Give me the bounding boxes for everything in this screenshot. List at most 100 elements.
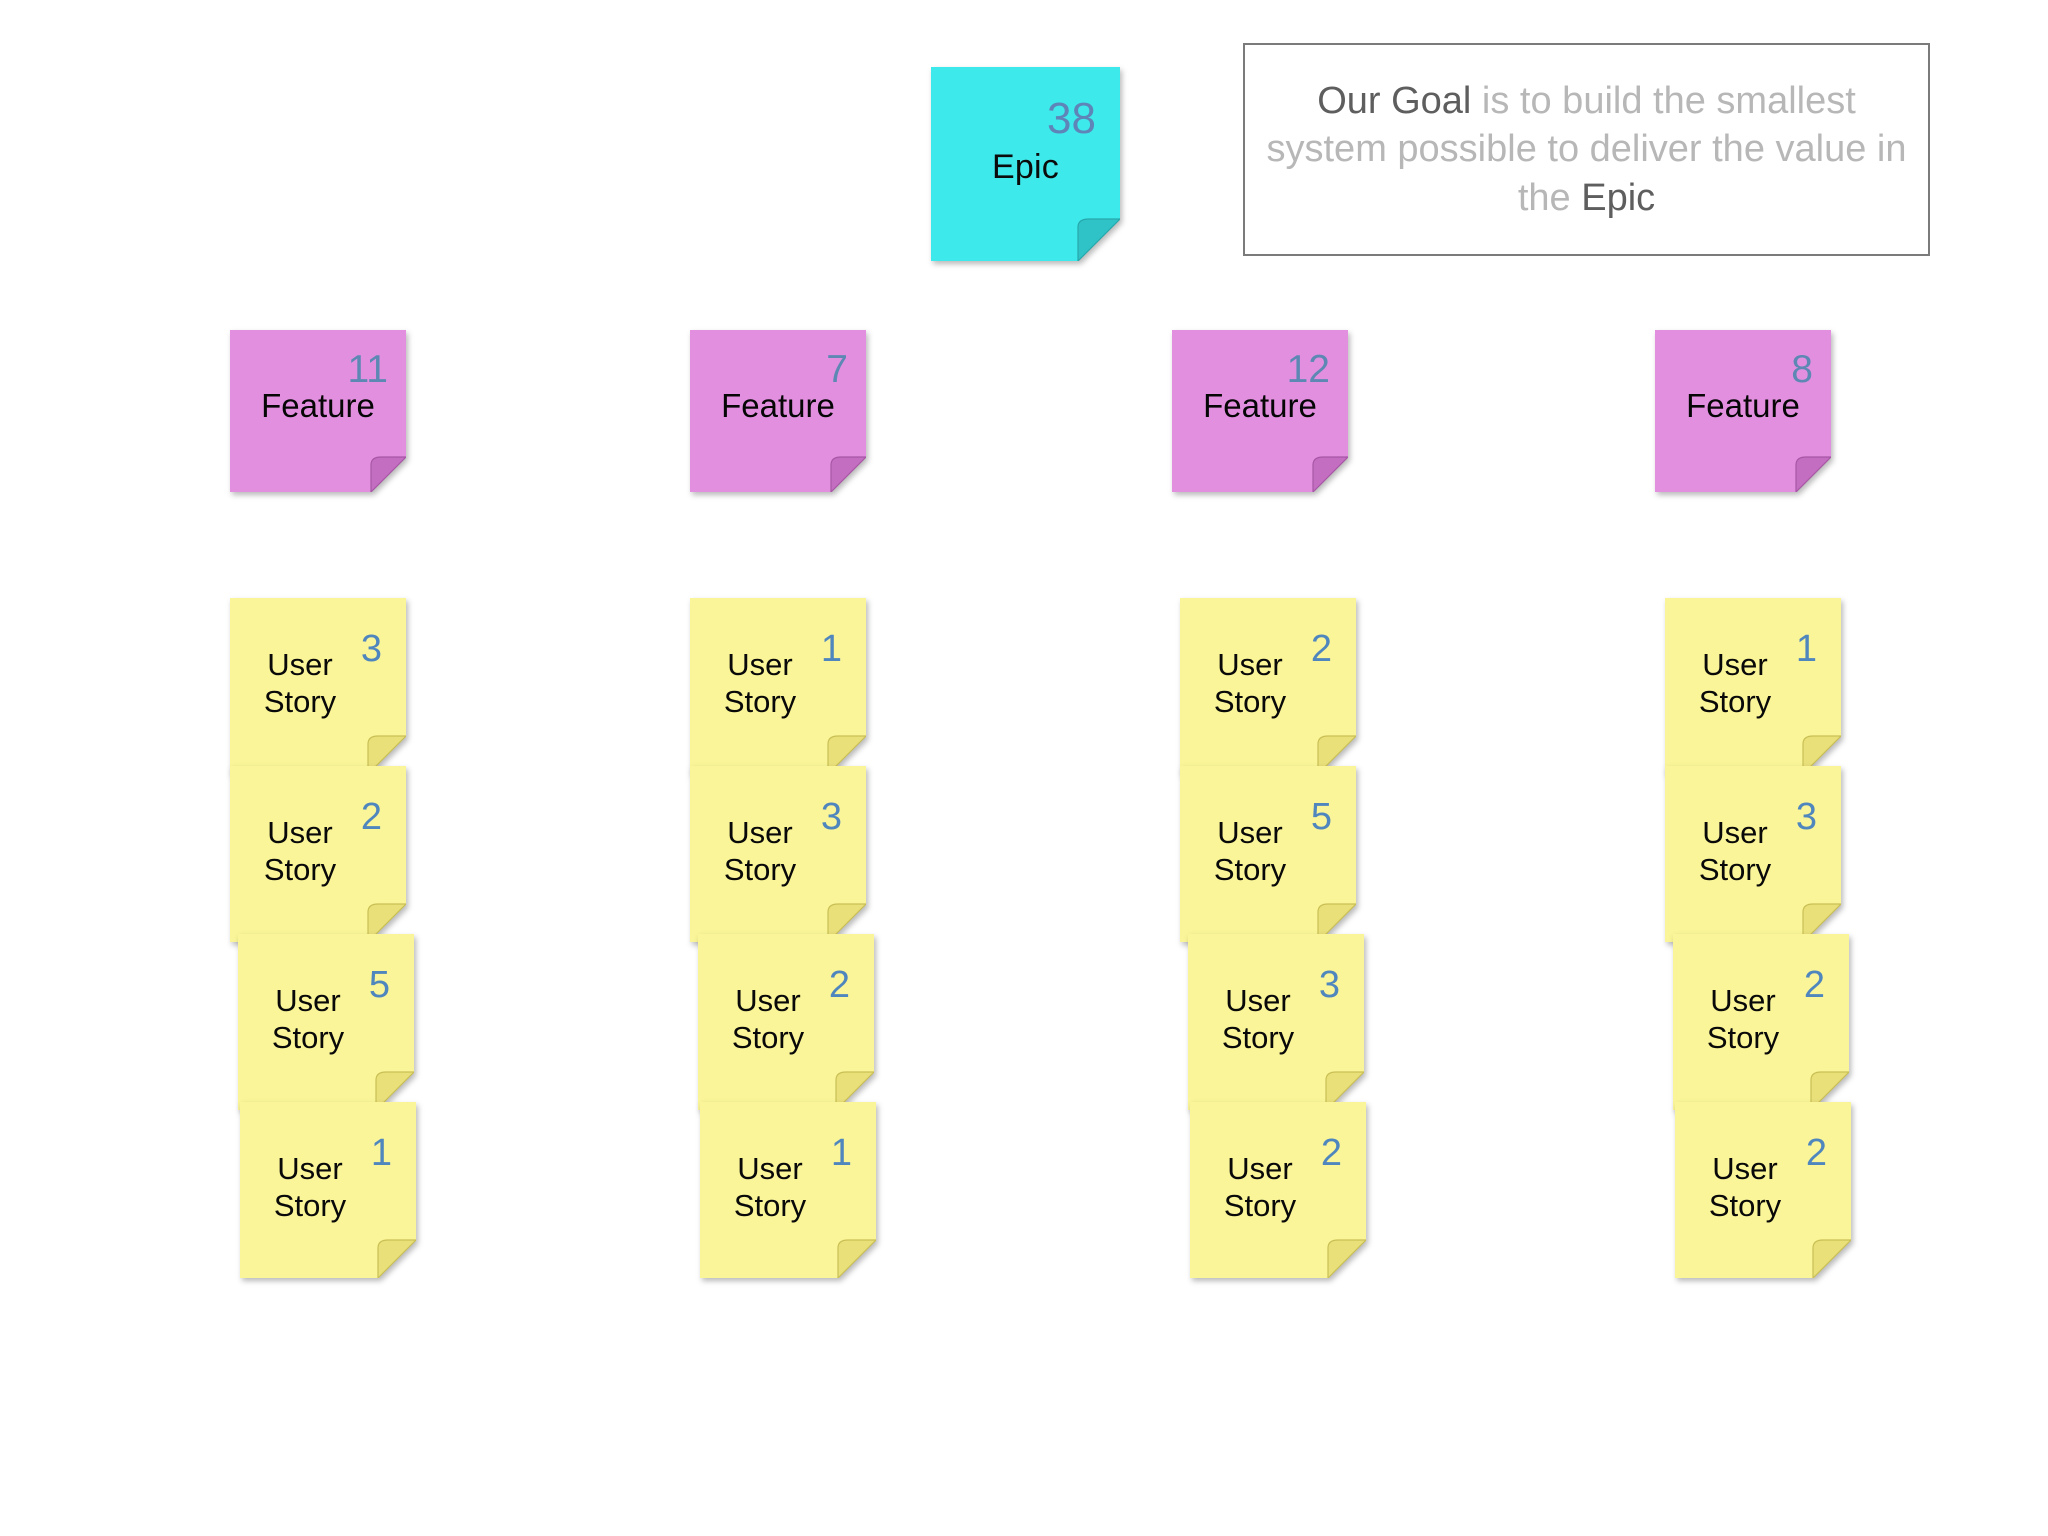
feature-note-paper [230, 330, 406, 492]
user-story-label-line1: User [735, 983, 801, 1018]
user-story-label-line1: User [277, 1151, 343, 1186]
epic-note-paper [931, 67, 1120, 261]
user-story-label-line1: User [275, 983, 341, 1018]
goal-lead: Our Goal [1317, 79, 1472, 122]
goal-middle: is to build the smallest system possible… [1266, 79, 1907, 219]
user-story-label-line2: Story [731, 1020, 805, 1056]
user-story-note-paper [1180, 766, 1356, 942]
user-story-label-line1: User [1217, 647, 1283, 682]
user-story-note-paper [1673, 934, 1849, 1110]
user-story-points: 1 [830, 1132, 852, 1174]
user-story-label-line1: User [1702, 815, 1768, 850]
user-story-label-line1: User [1712, 1151, 1778, 1186]
user-story-points: 3 [1318, 964, 1340, 1006]
epic-label: Epic [992, 148, 1059, 186]
user-story-points: 2 [828, 964, 850, 1006]
user-story-points: 2 [1320, 1132, 1342, 1174]
user-story-label-line1: User [727, 647, 793, 682]
user-story-label-line2: Story [1223, 1188, 1297, 1224]
user-story-label-line1: User [267, 647, 333, 682]
user-story-label-line2: Story [263, 684, 337, 720]
epic-points: 38 [1047, 94, 1096, 143]
user-story-note-paper [690, 598, 866, 774]
user-story-label-line2: Story [723, 684, 797, 720]
user-story-note-paper [230, 766, 406, 942]
user-story-label-line2: Story [1213, 852, 1287, 888]
user-story-label-line1: User [1225, 983, 1291, 1018]
user-story-label-line2: Story [733, 1188, 807, 1224]
user-story-label-line2: Story [1708, 1188, 1782, 1224]
user-story-points: 5 [1310, 796, 1332, 838]
feature-label: Feature [1203, 387, 1317, 424]
user-story-points: 5 [368, 964, 390, 1006]
user-story-label-line2: Story [1221, 1020, 1295, 1056]
feature-points: 7 [826, 348, 848, 391]
goal-tail: Epic [1581, 176, 1656, 219]
goal-text: Our Goal is to build the smallest system… [1245, 77, 1928, 223]
user-story-label-line2: Story [271, 1020, 345, 1056]
user-story-note-paper [1665, 598, 1841, 774]
user-story-label-line1: User [737, 1151, 803, 1186]
user-story-note-paper [1665, 766, 1841, 942]
user-story-note-paper [238, 934, 414, 1110]
user-story-points: 1 [1795, 628, 1817, 670]
goal-callout-box: Our Goal is to build the smallest system… [1243, 43, 1930, 256]
user-story-label-line2: Story [273, 1188, 347, 1224]
feature-points: 11 [347, 348, 389, 391]
feature-points: 12 [1286, 348, 1330, 391]
user-story-note-paper [1188, 934, 1364, 1110]
epic-note-body: 38 Epic [931, 67, 1120, 261]
feature-note-paper [1172, 330, 1348, 492]
user-story-points: 3 [820, 796, 842, 838]
user-story-label-line2: Story [1698, 852, 1772, 888]
epic-note[interactable]: 38 Epic [931, 67, 1120, 261]
user-story-note-paper [698, 934, 874, 1110]
feature-label: Feature [1686, 387, 1800, 424]
feature-label: Feature [261, 387, 375, 424]
user-story-label-line2: Story [723, 852, 797, 888]
user-story-points: 2 [360, 796, 382, 838]
